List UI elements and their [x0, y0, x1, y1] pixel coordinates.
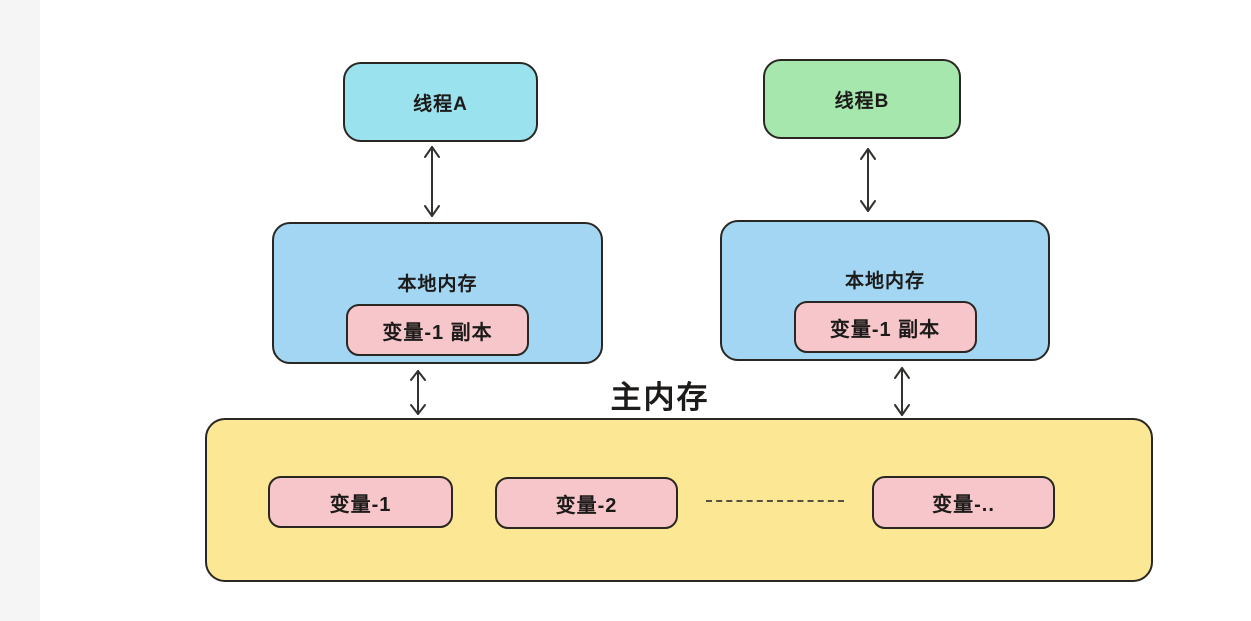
- arrow-local-memory-b-main-memory: [894, 367, 910, 416]
- arrow-local-memory-a-main-memory: [410, 370, 426, 415]
- ellipsis-dashed-line: [706, 500, 844, 502]
- thread-a-box: 线程A: [343, 62, 538, 142]
- variable-1-copy-a-label: 变量-1 副本: [382, 321, 493, 344]
- main-memory-variable-2-label: 变量-2: [555, 494, 618, 517]
- main-memory-variable-2-box: 变量-2: [495, 477, 678, 529]
- main-memory-variable-n-label: 变量-..: [932, 494, 995, 516]
- thread-b-label: 线程B: [834, 90, 890, 112]
- thread-b-box: 线程B: [763, 59, 961, 139]
- variable-1-copy-b-box: 变量-1 副本: [793, 301, 977, 353]
- local-memory-b-box: 本地内存 变量-1 副本: [720, 220, 1050, 361]
- main-memory-variable-1-label: 变量-1: [329, 493, 392, 516]
- variable-1-copy-b-label: 变量-1 副本: [829, 318, 941, 341]
- variable-1-copy-a-box: 变量-1 副本: [346, 304, 529, 356]
- local-memory-b-label: 本地内存: [844, 271, 925, 292]
- main-memory-title: 主内存: [610, 380, 710, 415]
- thread-a-label: 线程A: [413, 93, 468, 115]
- main-memory-variable-n-box: 变量-..: [872, 476, 1055, 529]
- arrow-thread-b-local-memory-b: [860, 148, 876, 212]
- arrow-thread-a-local-memory-a: [424, 146, 440, 217]
- main-memory-variable-1-box: 变量-1: [268, 476, 453, 528]
- local-memory-a-label: 本地内存: [397, 274, 478, 295]
- left-gutter: [0, 0, 40, 621]
- local-memory-a-box: 本地内存 变量-1 副本: [272, 222, 603, 364]
